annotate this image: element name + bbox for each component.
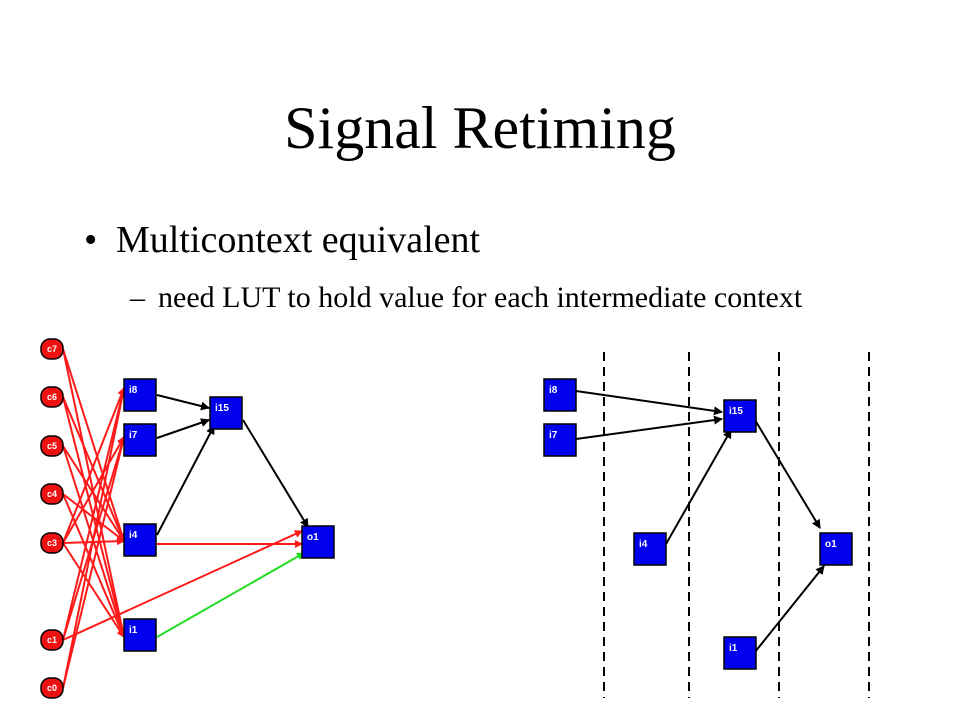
node-i15-box (209, 396, 243, 430)
red-edge-c3-i8 (62, 387, 126, 544)
red-edge-c5-i4 (62, 445, 125, 542)
bullet-text: need LUT to hold value for each intermed… (158, 281, 803, 314)
node-i7-box (123, 423, 157, 457)
edge-i1-o1 (754, 565, 825, 653)
node-i7: i7 (543, 423, 577, 457)
context-c0: c0 (40, 677, 64, 699)
context-c0-shape (40, 677, 64, 699)
context-c5-shape (40, 435, 64, 457)
node-i8: i8 (543, 378, 577, 412)
node-o1-box (819, 532, 853, 566)
node-i4: i4 (123, 523, 157, 557)
edge-i15-o1 (242, 419, 309, 528)
edge-i4-i15 (665, 429, 732, 545)
context-c4-shape (40, 483, 64, 505)
bullet-marker: • (84, 219, 98, 261)
node-o1: o1 (819, 532, 853, 566)
red-edge-c0-i8 (62, 387, 127, 689)
node-i1: i1 (723, 636, 757, 670)
node-i8-box (543, 378, 577, 412)
red-edge-c0-i7 (62, 436, 127, 689)
context-c3-label: c3 (47, 538, 57, 548)
edge-i15-o1 (754, 419, 821, 529)
node-i4-label: i4 (639, 539, 648, 550)
context-c3-shape (40, 532, 64, 554)
red-edge-c1-o1 (62, 530, 303, 641)
green-edge-i1-o1 (156, 552, 305, 638)
red-edge-c3-i1 (62, 542, 125, 638)
node-i1-box (723, 636, 757, 670)
left-diagram: c7 c6 c5 c4 c3 c1 c0 i8 i7 i4 i1 i15 o1 (40, 338, 335, 699)
context-c1-label: c1 (47, 635, 57, 645)
node-i7: i7 (123, 423, 157, 457)
node-o1-label: o1 (307, 532, 319, 543)
node-i1: i1 (123, 618, 157, 652)
context-c6-shape (40, 386, 64, 408)
edge-i7-i15 (575, 415, 723, 440)
node-i8-label: i8 (129, 385, 138, 396)
bullet-marker: – (130, 281, 145, 314)
node-i1-label: i1 (129, 625, 138, 636)
slide-title: Signal Retiming (284, 95, 676, 161)
red-edge-c6-i4 (62, 396, 125, 542)
node-i7-box (543, 423, 577, 457)
context-c3: c3 (40, 532, 64, 554)
node-i4: i4 (633, 532, 667, 566)
node-o1-box (301, 525, 335, 559)
bullet-text: Multicontext equivalent (116, 219, 481, 261)
node-i8: i8 (123, 378, 157, 412)
context-c6-label: c6 (47, 392, 57, 402)
context-c1: c1 (40, 629, 64, 651)
node-i15-label: i15 (729, 406, 743, 417)
context-c5: c5 (40, 435, 64, 457)
node-i1-label: i1 (729, 643, 738, 654)
node-i4-label: i4 (129, 530, 138, 541)
node-i1-box (123, 618, 157, 652)
right-diagram: i8 i7 i4 i15 o1 i1 (543, 352, 870, 698)
red-edge-c7-i4 (62, 348, 126, 542)
red-edge-c1-i8 (62, 387, 127, 641)
node-i15: i15 (723, 399, 757, 433)
node-i8-label: i8 (549, 385, 558, 396)
context-c0-label: c0 (47, 683, 57, 693)
node-i15-label: i15 (215, 403, 229, 414)
node-i7-label: i7 (549, 430, 558, 441)
context-c4-label: c4 (47, 489, 57, 499)
red-edge-c3-i7 (62, 436, 125, 544)
context-c1-shape (40, 629, 64, 651)
bullet-level1: • Multicontext equivalent (84, 216, 480, 264)
node-o1-label: o1 (825, 539, 837, 550)
context-c4: c4 (40, 483, 64, 505)
context-c7-shape (40, 338, 64, 360)
edge-i8-i15 (156, 394, 210, 411)
node-i4-box (633, 532, 667, 566)
edge-i4-i15 (156, 425, 215, 536)
node-i7-label: i7 (129, 430, 138, 441)
edge-i7-i15 (156, 418, 210, 439)
context-c5-label: c5 (47, 441, 57, 451)
context-c6: c6 (40, 386, 64, 408)
bullet-level2: – need LUT to hold value for each interm… (130, 278, 850, 318)
node-i4-box (123, 523, 157, 557)
node-i8-box (123, 378, 157, 412)
node-o1: o1 (301, 525, 335, 559)
node-i15-box (723, 399, 757, 433)
context-c7-label: c7 (47, 344, 57, 354)
node-i15: i15 (209, 396, 243, 430)
edge-i8-i15 (575, 390, 723, 416)
context-c7: c7 (40, 338, 64, 360)
